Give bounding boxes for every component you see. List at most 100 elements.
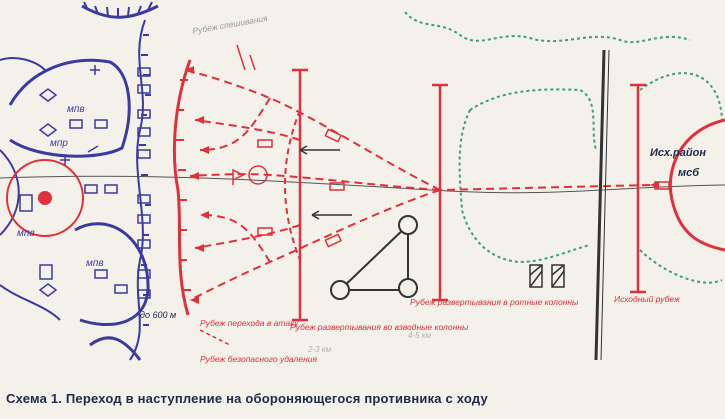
- trench-top-teeth: [83, 1, 153, 17]
- enemy-symbol: [38, 283, 58, 297]
- arrowhead: [195, 116, 204, 124]
- road-vertical: [594, 49, 606, 361]
- label-company-deploy: Рубеж развертывания в ротные колонны: [410, 297, 579, 307]
- enemy-symbol: [104, 184, 118, 194]
- start-area-labels: Исх.район мсб: [650, 147, 706, 179]
- hatched-object: [551, 264, 565, 288]
- faded-mark: 2-3 км: [307, 345, 332, 354]
- label-distance: до 600 м: [140, 310, 176, 320]
- route-south: [189, 189, 441, 301]
- hatched-objects: [529, 264, 565, 288]
- label-start-area: Исх.район: [650, 147, 706, 159]
- enemy-symbol: [69, 119, 83, 129]
- route-branch-1: [199, 97, 271, 151]
- own-markers: [232, 44, 268, 185]
- gun-position: [398, 215, 418, 235]
- enemy-symbol: [94, 119, 108, 129]
- route-main: [439, 184, 651, 191]
- route-center: [189, 173, 441, 191]
- artillery-group: [330, 215, 418, 300]
- line-safe-distance: [199, 329, 231, 346]
- enemy-reserve-point: [38, 191, 52, 205]
- enemy-symbol: [38, 88, 58, 102]
- attack-arrows: [185, 66, 659, 304]
- hatching: [529, 264, 565, 288]
- road-vertical-edge: [600, 49, 610, 361]
- stronghold-top: [8, 58, 131, 158]
- flag: [236, 44, 256, 71]
- forest-top: [404, 11, 691, 44]
- label-assault-line-text: Рубеж перехода в атаку: [200, 318, 299, 328]
- label-mpr: мпр: [50, 138, 68, 149]
- arrowhead: [200, 146, 209, 154]
- label-assault-line: Рубеж перехода в атаку: [200, 318, 299, 328]
- trench-left-top: [0, 57, 46, 71]
- arrowhead: [185, 66, 194, 74]
- vehicle: [257, 227, 273, 236]
- vehicle: [324, 128, 343, 143]
- trench-bottom: [89, 336, 142, 361]
- label-mpv-left: мпв: [17, 228, 35, 239]
- line-assault-arc: [284, 109, 301, 261]
- route-north-2: [194, 119, 301, 141]
- enemy-symbol: [137, 127, 151, 137]
- route-north: [184, 69, 441, 191]
- route-south-2: [194, 224, 301, 249]
- hatched-object: [529, 264, 543, 288]
- arrowhead: [200, 211, 209, 219]
- enemy-symbol: [39, 264, 53, 280]
- enemy-symbol: [137, 149, 151, 159]
- command-post: [248, 165, 268, 185]
- enemy-reserve-circle: [6, 159, 84, 237]
- enemy-symbol: [137, 289, 151, 299]
- label-start-line: Исходный рубеж: [614, 294, 681, 304]
- trench-front-teeth: [139, 34, 151, 326]
- enemy-symbol: [137, 269, 151, 279]
- enemy-symbol: [114, 284, 128, 294]
- line-dismount: [172, 59, 192, 316]
- march-route: [184, 69, 651, 301]
- vehicle: [257, 139, 273, 148]
- trench-left-bottom: [0, 284, 61, 321]
- vehicle: [324, 233, 343, 248]
- command-arrow-head: [311, 210, 320, 220]
- arrowhead: [195, 244, 204, 252]
- command-arrow-head: [299, 145, 308, 155]
- gun-position: [398, 278, 418, 298]
- gun-position: [330, 280, 350, 300]
- label-platoon-deploy: Рубеж развертывания во взводные колонны: [290, 322, 469, 332]
- forest-right-bottom: [639, 249, 723, 284]
- enemy-symbol: [137, 214, 151, 224]
- faded-marks: 2-3 км 4-5 км: [307, 331, 432, 354]
- flag: [232, 168, 245, 185]
- enemy-symbol: [60, 65, 100, 165]
- own-vehicles: [257, 128, 670, 248]
- enemy-symbols: [19, 65, 151, 299]
- enemy-symbol: [38, 123, 58, 137]
- forest-areas: [404, 11, 723, 284]
- route-branch-2: [199, 214, 271, 263]
- enemy-symbol: [137, 67, 151, 77]
- enemy-symbol: [137, 194, 151, 204]
- enemy-symbol: [137, 84, 151, 94]
- stronghold-left: [0, 149, 20, 236]
- start-area-boundary: [668, 118, 725, 252]
- label-mpv-bottom: мпв: [86, 258, 104, 269]
- label-unit: мсб: [678, 167, 700, 179]
- label-mpv-top: мпв: [67, 104, 85, 115]
- arrowhead: [190, 172, 199, 180]
- line-dismount-ticks: [176, 79, 191, 291]
- enemy-labels: мпв мпр мпв мпв: [17, 104, 104, 269]
- enemy-symbol: [19, 194, 33, 212]
- enemy-symbol: [137, 109, 151, 119]
- vehicle: [329, 182, 345, 191]
- caption: Схема 1. Переход в наступление на оборон…: [6, 391, 488, 406]
- arrowhead: [190, 296, 199, 304]
- faded-mark: 4-5 км: [408, 331, 432, 340]
- enemy-symbol: [84, 184, 98, 194]
- label-safe-distance: Рубеж безопасного удаления: [200, 354, 317, 364]
- artillery-triangle: [337, 222, 409, 291]
- forest-middle-top: [469, 88, 597, 151]
- enemy-symbol: [94, 269, 108, 279]
